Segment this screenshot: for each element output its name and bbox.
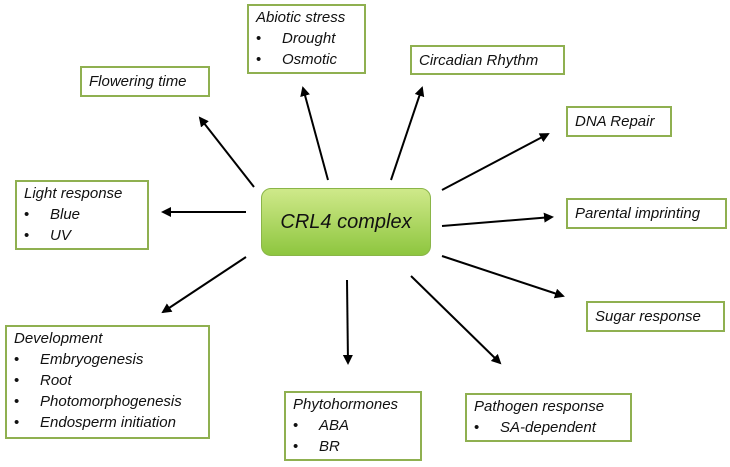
- parental-imprinting-title: Parental imprinting: [575, 205, 701, 222]
- arrow-to-dna-repair: [441, 133, 550, 191]
- arrow-to-circadian-rhythm: [390, 86, 425, 181]
- circadian-rhythm-title: Circadian Rhythm: [419, 51, 539, 69]
- arrow-to-pathogen-response: [410, 275, 502, 365]
- abiotic-stress-title: Abiotic stress: [256, 9, 346, 26]
- list-item: UV: [24, 225, 140, 246]
- pathogen-response-box: Pathogen response SA-dependent: [465, 393, 632, 442]
- arrow-to-sugar-response: [441, 255, 565, 299]
- light-response-box: Light response Blue UV: [15, 180, 149, 250]
- parental-imprinting-box: Parental imprinting: [566, 198, 727, 229]
- abiotic-stress-box: Abiotic stress Drought Osmotic: [247, 4, 366, 74]
- list-item: BR: [293, 436, 413, 457]
- sugar-response-title: Sugar response: [595, 308, 701, 325]
- center-label: CRL4 complex: [280, 210, 412, 233]
- sugar-response-box: Sugar response: [586, 301, 725, 332]
- list-item: Endosperm initiation: [14, 412, 201, 433]
- arrow-to-parental-imprinting: [441, 212, 554, 227]
- phytohormones-title: Phytohormones: [293, 396, 399, 413]
- dna-repair-box: DNA Repair: [566, 106, 672, 137]
- pathogen-response-title: Pathogen response: [474, 398, 605, 415]
- phytohormones-box: Phytohormones ABA BR: [284, 391, 422, 461]
- flowering-time-title: Flowering time: [89, 73, 187, 90]
- crl4-complex-node: CRL4 complex: [261, 188, 431, 256]
- dna-repair-title: DNA Repair: [575, 113, 655, 130]
- list-item: Photomorphogenesis: [14, 391, 201, 412]
- list-item: Drought: [256, 28, 357, 49]
- list-item: Embryogenesis: [14, 349, 201, 370]
- list-item: SA-dependent: [474, 417, 623, 438]
- arrow-to-phytohormones: [342, 279, 353, 365]
- arrow-to-abiotic-stress: [300, 86, 329, 181]
- circadian-rhythm-box: Circadian Rhythm: [410, 45, 565, 75]
- list-item: Osmotic: [256, 49, 357, 70]
- arrow-to-flowering-time: [198, 116, 255, 188]
- flowering-time-box: Flowering time: [80, 66, 210, 97]
- list-item: Root: [14, 370, 201, 391]
- development-title: Development: [14, 330, 103, 347]
- list-item: ABA: [293, 415, 413, 436]
- list-item: Blue: [24, 204, 140, 225]
- arrow-to-development: [161, 256, 247, 314]
- light-response-title: Light response: [24, 185, 123, 202]
- development-box: Development Embryogenesis Root Photomorp…: [5, 325, 210, 439]
